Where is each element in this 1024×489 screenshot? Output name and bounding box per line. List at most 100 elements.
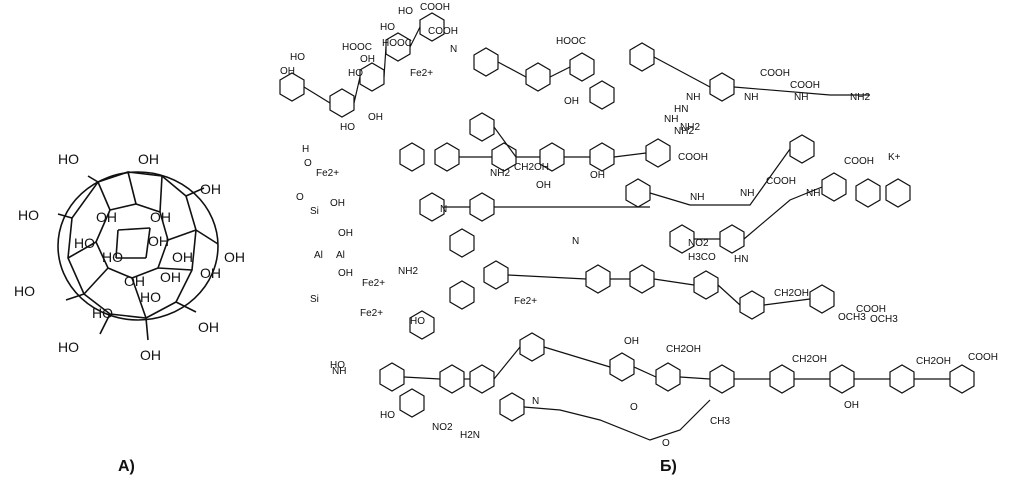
atom-label: NH2 [674,126,694,137]
al-label: Al [336,250,345,261]
atom-label: CH2OH [666,344,701,355]
fullerene-cage [57,171,219,341]
oh-label: HO [14,283,35,299]
si-label: Si [310,206,319,217]
atom-label: H [302,144,309,155]
oh-label: OH [198,319,219,335]
atom-label: OH [338,268,353,279]
atom-label: COOH [760,68,790,79]
atom-label: HO [380,22,395,33]
atom-label: H2N [460,430,480,441]
panel-a-caption: А) [118,458,135,475]
atom-label: COOH [766,176,796,187]
atom-label: N [450,44,457,55]
oh-label: OH [96,209,117,225]
fe-label: Fe2+ [360,308,383,319]
atom-label: COOH [420,2,450,13]
fe-label: Fe2+ [316,168,339,179]
oh-label: OH [200,181,221,197]
atom-label: HOOC [382,38,412,49]
atom-label: OH [280,66,295,77]
oh-label: HO [58,339,79,355]
oh-label: OH [172,249,193,265]
oh-label: OH [148,233,169,249]
al-label: Al [314,250,323,261]
oh-label: OH [138,151,159,167]
atom-label: NH [664,114,678,125]
atom-label: OH [590,170,605,181]
panel-b-caption: Б) [660,458,677,475]
oh-label: HO [18,207,39,223]
oh-label: HO [74,235,95,251]
oh-label: HO [58,151,79,167]
atom-label: HN [674,104,688,115]
atom-label: HOOC [556,36,586,47]
atom-label: NH2 [680,122,700,133]
k-label: K+ [888,152,901,163]
atom-label: OH [338,228,353,239]
atom-label: OH [564,96,579,107]
atom-label: OH [844,400,859,411]
atom-label: CH2OH [514,162,549,173]
oh-label: OH [200,265,221,281]
oh-label: OH [160,269,181,285]
atom-label: NH2 [850,92,870,103]
atom-label: OH [360,54,375,65]
atom-label: HN [734,254,748,265]
oh-label: HO [102,249,123,265]
atom-label: NH [744,92,758,103]
oh-label: HO [140,289,161,305]
humic-acid-structure: HO OH HO OH HO COOH HO COOH HOOC HOOC OH… [279,2,998,449]
fe-label: Fe2+ [514,296,537,307]
atom-label: HO [290,52,305,63]
atom-label: H3CO [688,252,716,263]
atom-label: HO [330,360,345,371]
fe-label: Fe2+ [410,68,433,79]
atom-label: COOH [856,304,886,315]
atom-label: CH2OH [792,354,827,365]
atom-label: NH [794,92,808,103]
oh-label: OH [150,209,171,225]
molecular-skeleton [279,12,975,441]
fe-label: Fe2+ [362,278,385,289]
atom-label: OCH3 [838,312,866,323]
atom-label: O [662,438,670,449]
atom-label: NH [686,92,700,103]
humic-acid-panel: HO OH HO OH HO COOH HO COOH HOOC HOOC OH… [270,0,1024,484]
atom-label: N [532,396,539,407]
atom-label: NH2 [490,168,510,179]
atom-label: COOH [678,152,708,163]
oh-label: OH [140,347,161,363]
atom-label: NH2 [398,266,418,277]
atom-labels: HO OH HO OH HO COOH HO COOH HOOC HOOC OH… [280,2,998,449]
fullerenol-structure: HO OH OH HO OH OH HO OH OH HO OH OH HO O… [14,151,245,363]
atom-label: HO [398,6,413,17]
atom-label: NO2 [432,422,453,433]
atom-label: NH [740,188,754,199]
atom-label: OH [330,198,345,209]
atom-label: OCH3 [870,314,898,325]
atom-label: OH [368,112,383,123]
atom-label: COOH [790,80,820,91]
fullerenol-panel: HO OH OH HO OH OH HO OH OH HO OH OH HO O… [0,0,270,484]
atom-label: NO2 [688,238,709,249]
atom-label: OH [624,336,639,347]
oh-label: OH [124,273,145,289]
atom-label: O [630,402,638,413]
atom-label: COOH [428,26,458,37]
atom-label: CH2OH [774,288,809,299]
atom-label: COOH [968,352,998,363]
atom-label: HO [348,68,363,79]
atom-label: CH2OH [916,356,951,367]
atom-label: N [572,236,579,247]
oh-label: HO [92,305,113,321]
atom-label: COOH [844,156,874,167]
hydroxyl-labels: HO OH OH HO OH OH HO OH OH HO OH OH HO O… [14,151,245,363]
atom-label: HO [380,410,395,421]
oh-label: OH [224,249,245,265]
atom-label: HO [340,122,355,133]
atom-label: HO [410,316,425,327]
si-label: Si [310,294,319,305]
atom-label: OH [536,180,551,191]
atom-label: HOOC [342,42,372,53]
